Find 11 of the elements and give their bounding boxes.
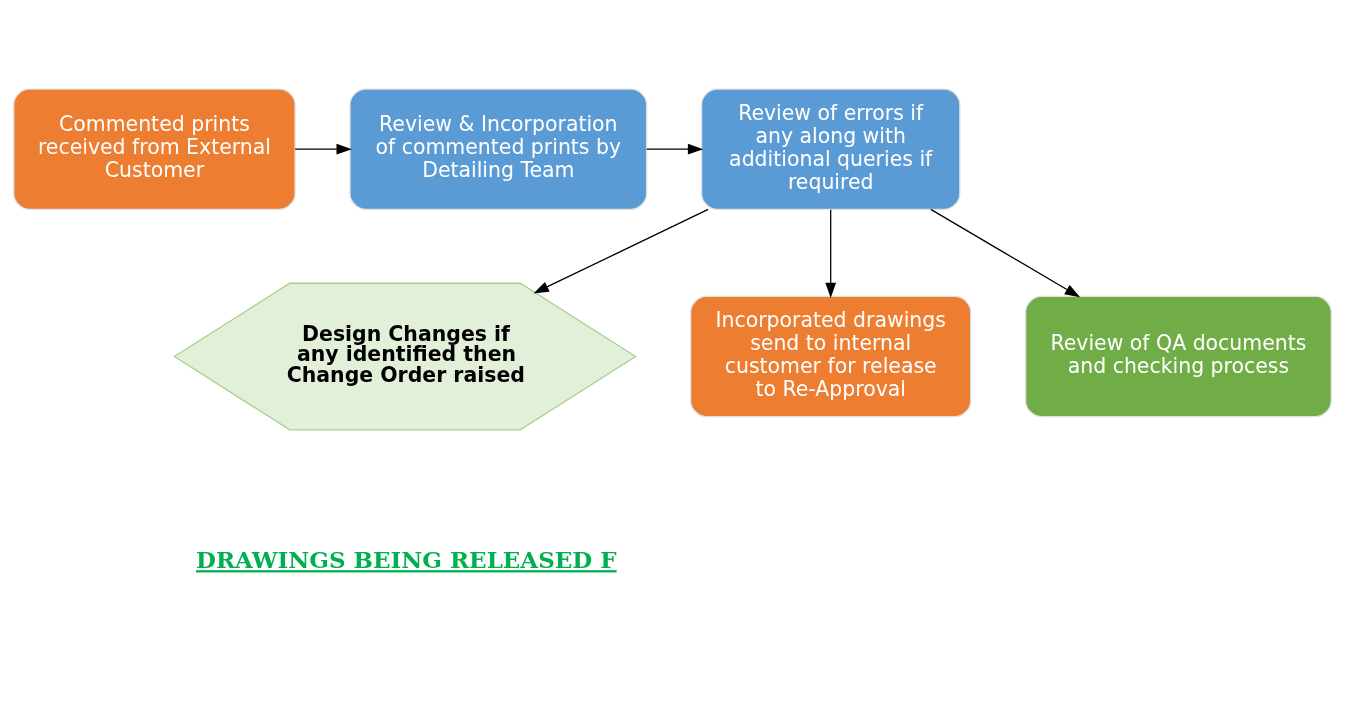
- node-box: Review of errors if any along with additional queries if required: [700, 88, 961, 210]
- node-box: Review of QA documents and checking process: [1025, 295, 1332, 418]
- arrow: [930, 208, 1081, 298]
- arrow: [825, 209, 837, 299]
- label: DRAWINGS BEING RELEASED F: [195, 546, 617, 574]
- arrow: [646, 143, 704, 155]
- arrow: [294, 143, 352, 155]
- node-box: Incorporated drawings send to internal customer for release to Re-Approval: [690, 295, 972, 418]
- node-box: Review & Incorporation of commented prints by Detailing Team: [349, 88, 648, 210]
- arrow: [533, 208, 709, 294]
- node-box: Commented prints received from External Customer: [13, 88, 296, 210]
